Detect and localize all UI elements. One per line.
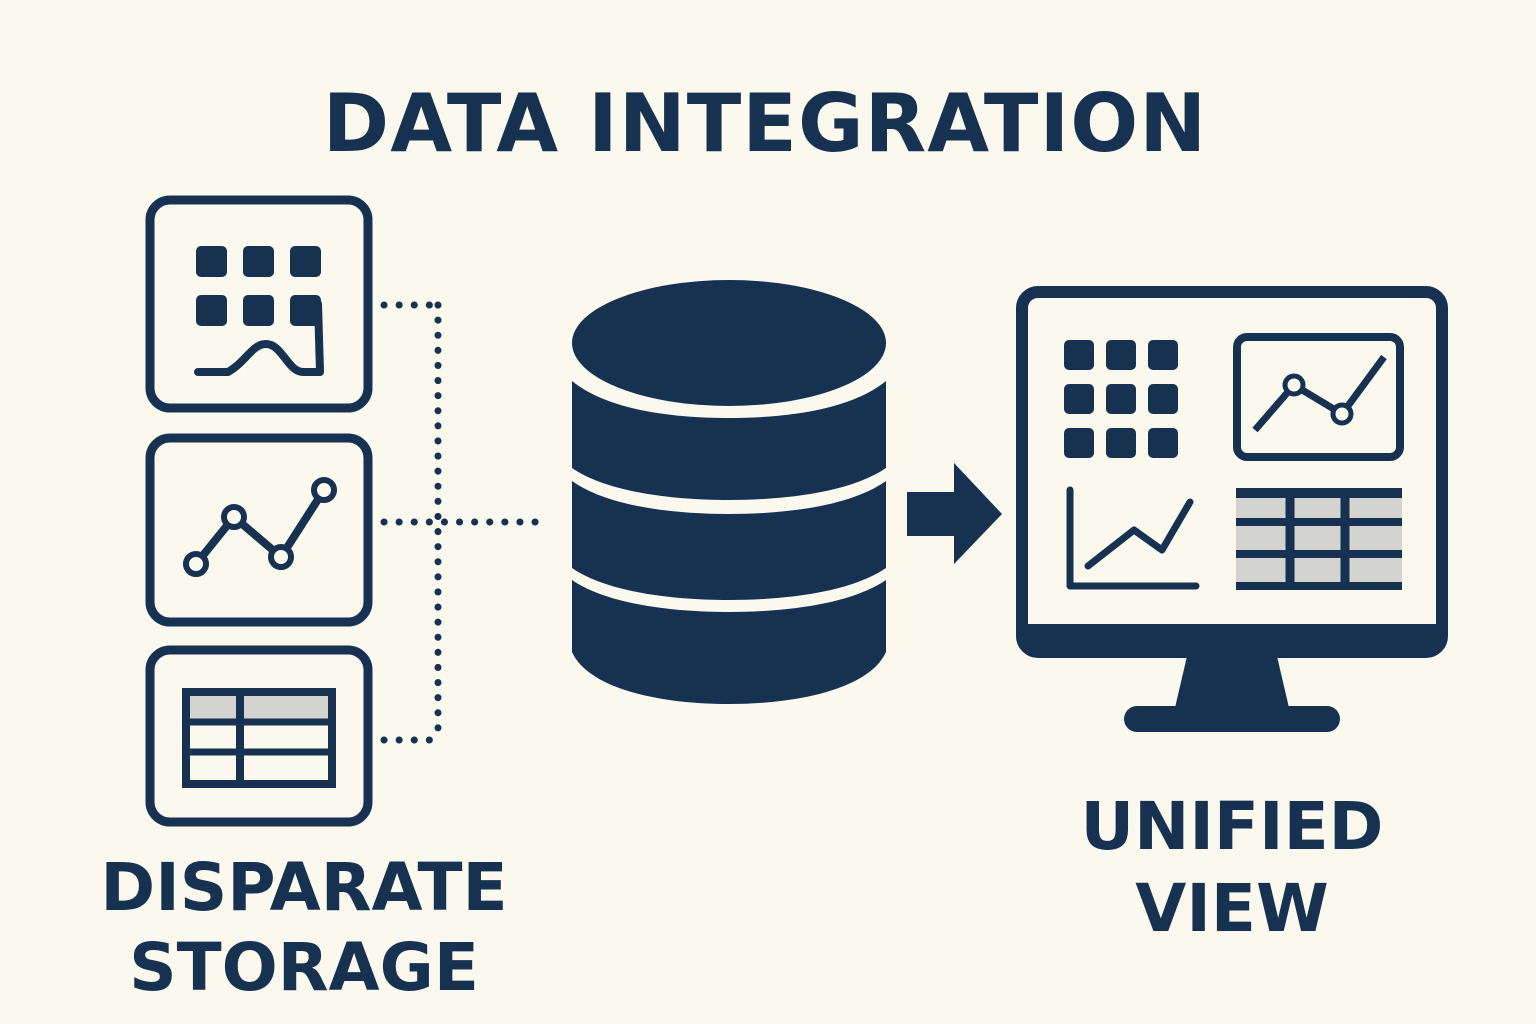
dashboard-grid-icon	[1064, 340, 1178, 458]
monitor-base	[1124, 706, 1340, 732]
source-card-chart	[145, 433, 373, 627]
disparate-storage-line2: STORAGE	[129, 929, 479, 1006]
dotted-connectors	[380, 301, 550, 744]
diagram-title: DATA INTEGRATION	[322, 77, 1208, 170]
dashboard-line-chart-icon	[1233, 333, 1404, 461]
table-icon	[182, 688, 336, 788]
arrow-right-icon	[907, 463, 1002, 564]
monitor-stand	[1174, 652, 1290, 712]
dashboard-table-icon	[1236, 488, 1402, 590]
source-card-frame	[145, 433, 373, 627]
source-card-table	[145, 645, 373, 827]
source-card-frame	[145, 195, 373, 413]
disparate-storage-line1: DISPARATE	[100, 849, 508, 926]
database-icon	[572, 280, 886, 704]
grid-with-wave-icon	[194, 246, 324, 376]
source-card-grid	[145, 195, 373, 413]
disparate-storage-label: DISPARATE STORAGE	[84, 848, 524, 1008]
monitor-dashboard-icon	[1016, 286, 1448, 732]
dashboard-area-chart-icon	[1066, 486, 1200, 590]
unified-view-line2: VIEW	[1135, 870, 1329, 947]
source-card-frame	[145, 645, 373, 827]
line-chart-icon	[183, 477, 337, 577]
unified-view-line1: UNIFIED	[1080, 788, 1384, 865]
unified-view-label: UNIFIED VIEW	[1032, 786, 1432, 950]
